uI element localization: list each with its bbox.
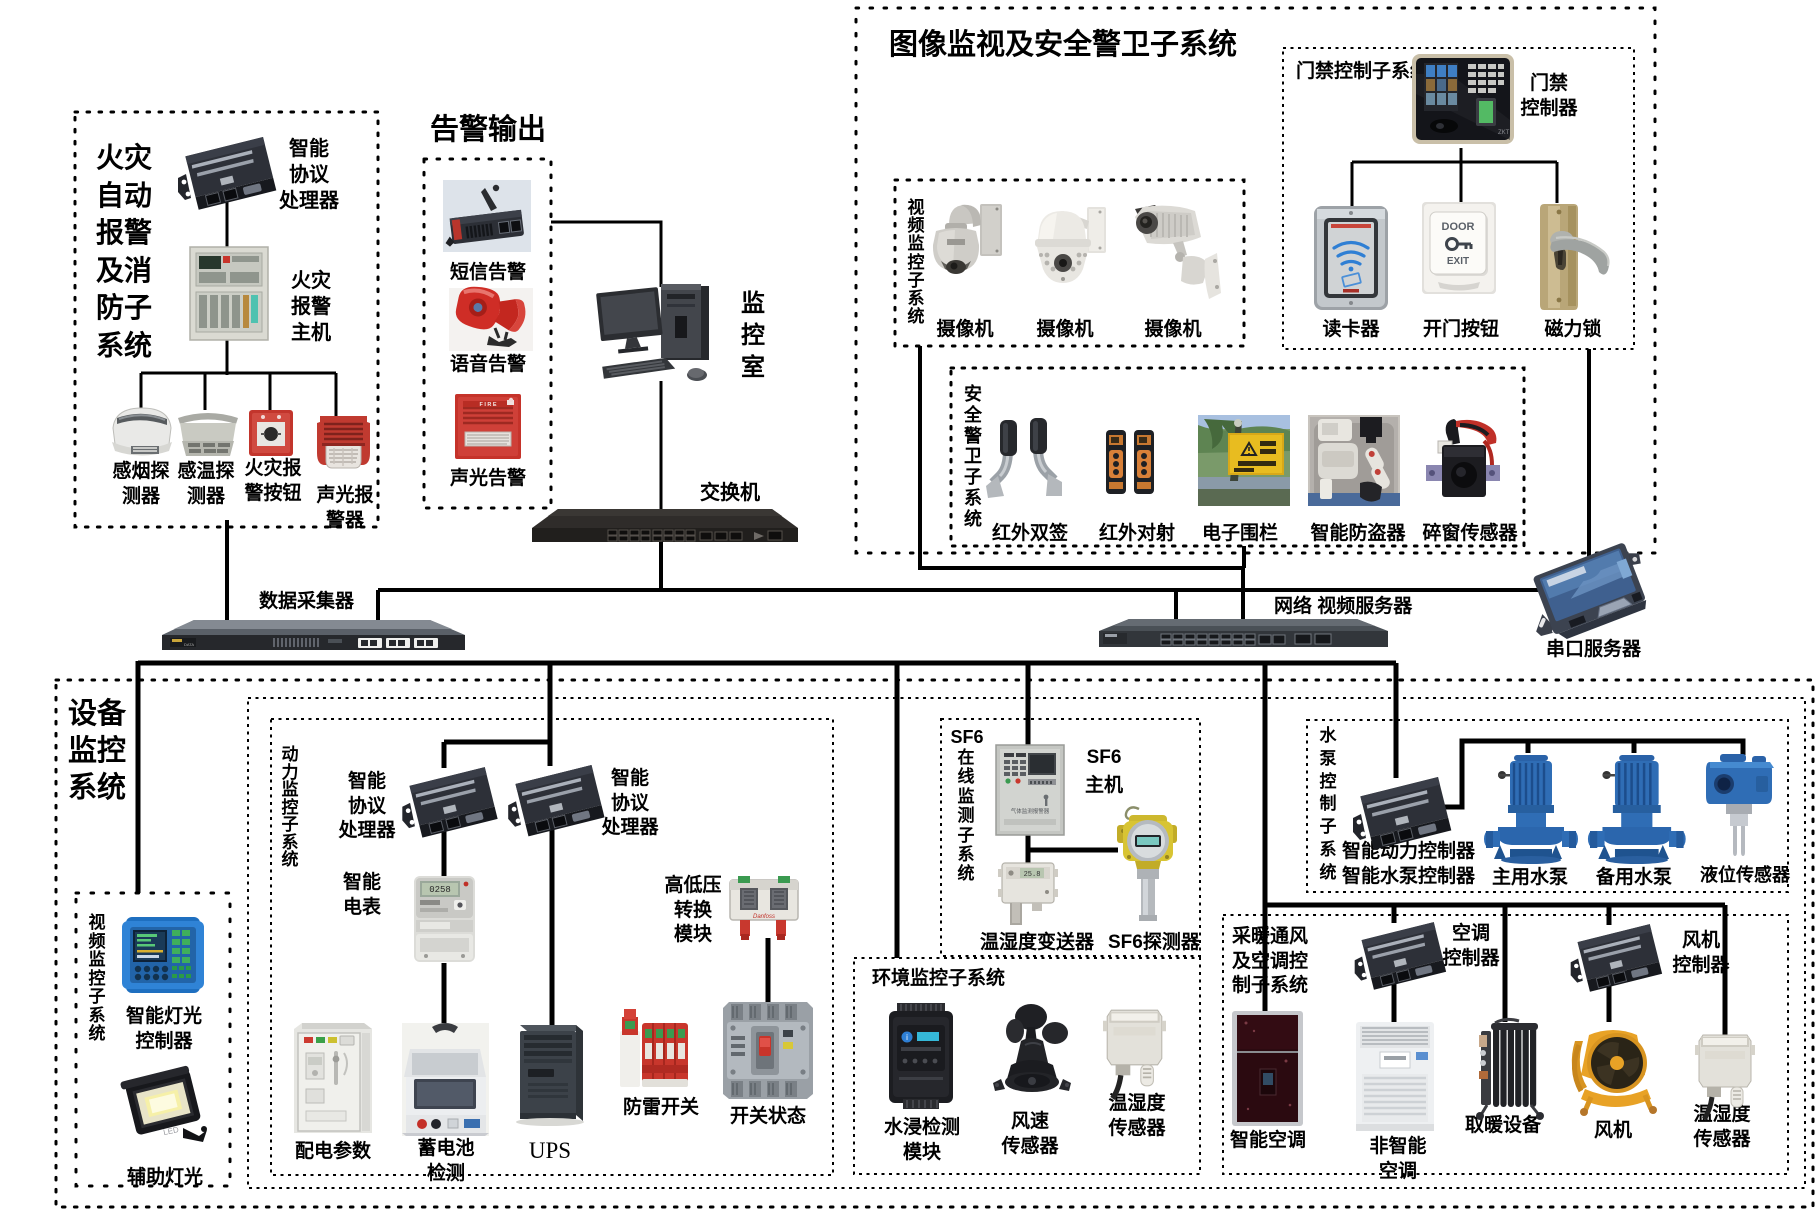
- svg-text:LED: LED: [162, 1125, 179, 1137]
- svg-text:DOOR: DOOR: [1442, 221, 1475, 233]
- svg-text:F I R E: F I R E: [479, 402, 496, 408]
- svg-text:Danfoss: Danfoss: [753, 914, 775, 920]
- svg-text:25.8: 25.8: [1024, 871, 1041, 879]
- svg-text:i: i: [906, 1033, 908, 1042]
- svg-text:ZKT: ZKT: [1498, 130, 1510, 136]
- svg-text:EXIT: EXIT: [1447, 256, 1469, 267]
- svg-text:气体监测报警器: 气体监测报警器: [1011, 807, 1050, 815]
- svg-text:0258: 0258: [429, 885, 451, 895]
- svg-text:DATA: DATA: [184, 642, 194, 647]
